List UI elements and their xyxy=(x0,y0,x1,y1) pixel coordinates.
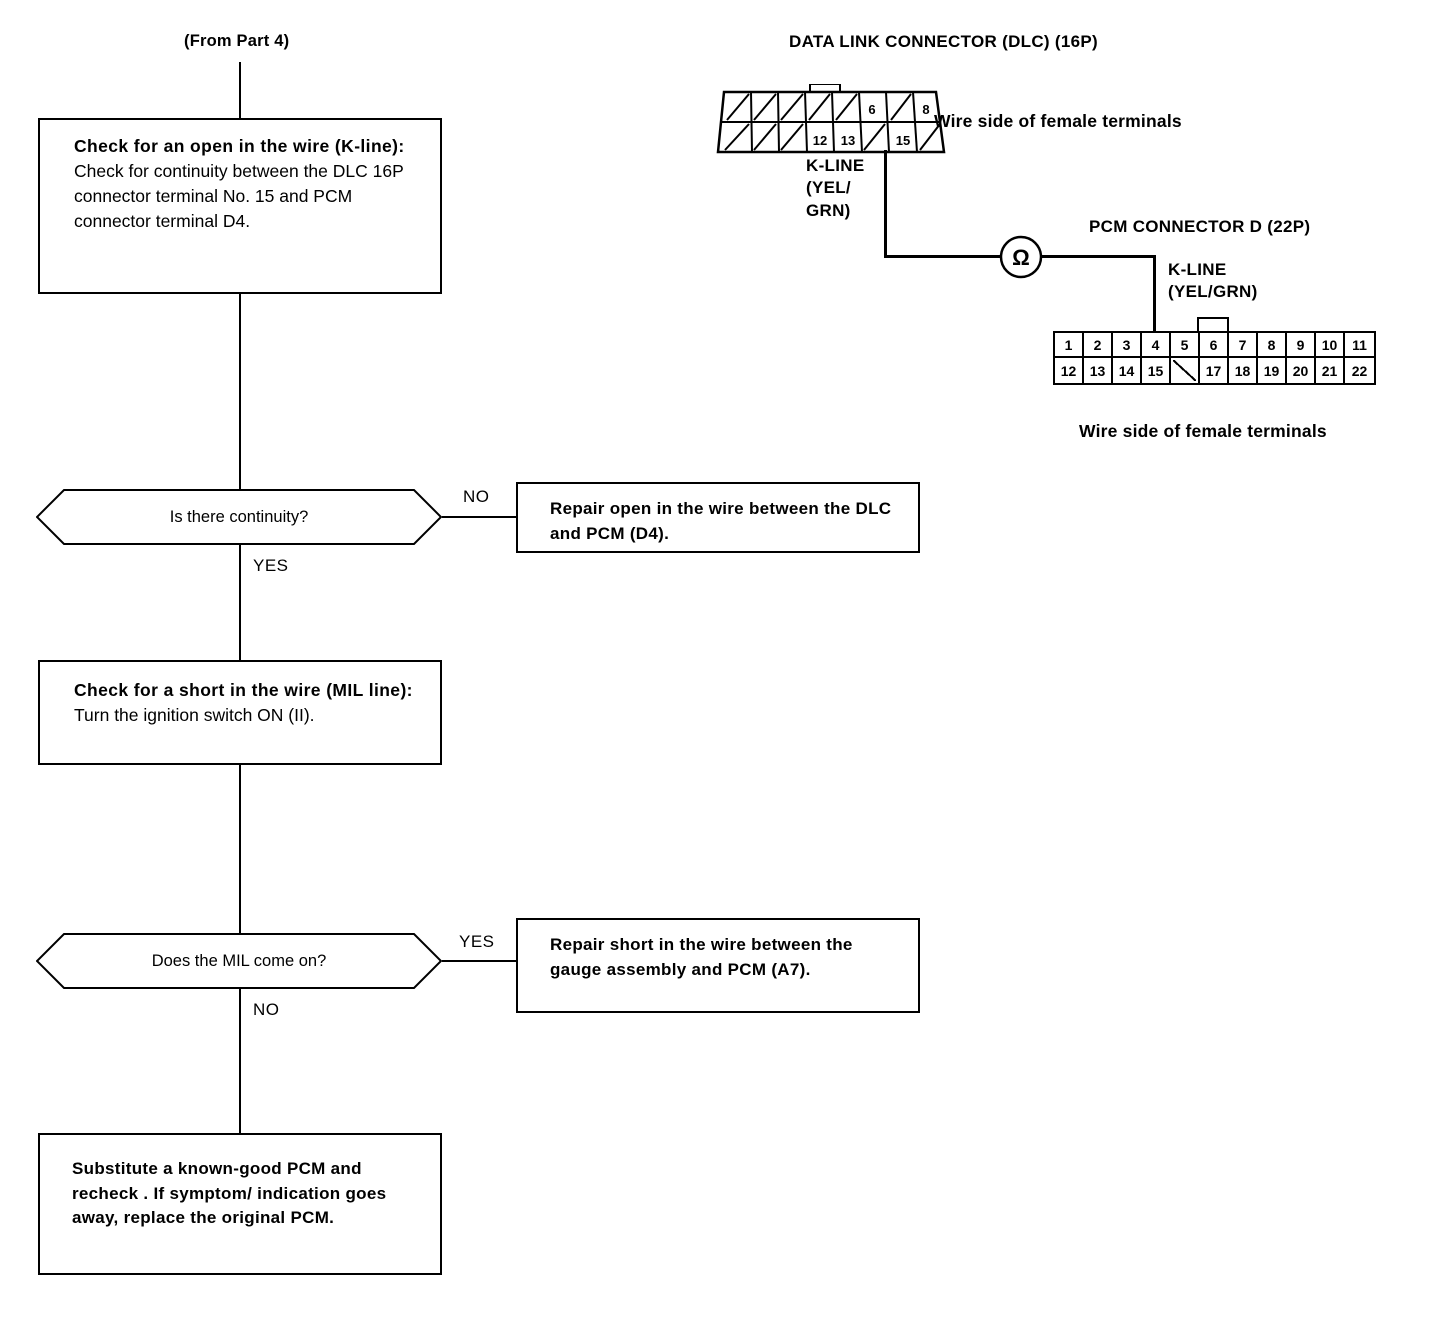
final-box: Substitute a known-good PCM and recheck … xyxy=(38,1133,442,1275)
dlc-cell-8: 8 xyxy=(922,102,929,117)
decision1-shape xyxy=(36,489,442,545)
step1-text: Check for an open in the wire (K-line): … xyxy=(40,120,440,243)
step1-body: Check for continuity between the DLC 16P… xyxy=(74,160,404,231)
step2-text: Check for a short in the wire (MIL line)… xyxy=(40,662,440,738)
decision1-label: Is there continuity? xyxy=(169,507,309,526)
decision1-hexagon: Is there continuity? xyxy=(36,489,442,545)
wire-dlc-to-meter xyxy=(884,255,1000,258)
connector-line-decision2-no xyxy=(239,989,241,1133)
decision2-label: Does the MIL come on? xyxy=(151,951,327,970)
pcm-cell-blank xyxy=(1171,358,1200,383)
connector-line-step2-to-decision2 xyxy=(239,765,241,935)
dlc-title: DATA LINK CONNECTOR (DLC) (16P) xyxy=(789,32,1098,51)
dlc-note: Wire side of female terminals xyxy=(934,111,1182,131)
pcm-cell-14: 14 xyxy=(1113,358,1142,383)
pcm-cell-19: 19 xyxy=(1258,358,1287,383)
step2-title: Check for a short in the wire (MIL line)… xyxy=(74,680,413,700)
pcm-cell-8: 8 xyxy=(1258,333,1287,358)
pcm-cell-11: 11 xyxy=(1345,333,1374,358)
pcm-cell-1: 1 xyxy=(1055,333,1084,358)
dlc-cell-15: 15 xyxy=(896,133,910,148)
wire-meter-to-pcm xyxy=(1040,255,1156,258)
pcm-cell-10: 10 xyxy=(1316,333,1345,358)
action2-text: Repair short in the wire between the gau… xyxy=(550,935,853,979)
connector-line-entry xyxy=(239,62,241,118)
pcm-connector-grid: 1 2 3 4 5 6 7 8 9 10 11 12 13 14 15 17 1… xyxy=(1053,331,1376,385)
dlc-wire-label: K-LINE (YEL/ GRN) xyxy=(806,155,896,222)
pcm-cell-6: 6 xyxy=(1200,333,1229,358)
pcm-connector-tab xyxy=(1197,317,1229,331)
connector-line-decision1-no xyxy=(442,516,516,518)
pcm-note: Wire side of female terminals xyxy=(1079,421,1327,441)
wire-dlc-vertical xyxy=(884,150,887,258)
pcm-row-top: 1 2 3 4 5 6 7 8 9 10 11 xyxy=(1055,333,1374,358)
step2-box: Check for a short in the wire (MIL line)… xyxy=(38,660,442,765)
action1-box: Repair open in the wire between the DLC … xyxy=(516,482,920,553)
connector-line-decision1-yes xyxy=(239,545,241,660)
pcm-wire-label-line2: (YEL/GRN) xyxy=(1168,282,1258,302)
action2-box: Repair short in the wire between the gau… xyxy=(516,918,920,1013)
step2-body: Turn the ignition switch ON (II). xyxy=(74,704,315,725)
pcm-cell-17: 17 xyxy=(1200,358,1229,383)
pcm-cell-20: 20 xyxy=(1287,358,1316,383)
pcm-cell-15: 15 xyxy=(1142,358,1171,383)
dlc-connector-graphic: 6 8 12 13 15 xyxy=(716,84,946,154)
pcm-cell-3: 3 xyxy=(1113,333,1142,358)
pcm-cell-9: 9 xyxy=(1287,333,1316,358)
pcm-title: PCM CONNECTOR D (22P) xyxy=(1089,217,1311,236)
connector-line-decision2-yes xyxy=(442,960,516,962)
dlc-wire-label-line1: K-LINE xyxy=(806,156,865,175)
dlc-cell-13: 13 xyxy=(841,133,855,148)
decision2-shape xyxy=(36,933,442,989)
pcm-row-bottom: 12 13 14 15 17 18 19 20 21 22 xyxy=(1055,358,1374,383)
pcm-cell-12: 12 xyxy=(1055,358,1084,383)
dlc-wire-label-line2: (YEL/ xyxy=(806,178,851,198)
dlc-cell-12: 12 xyxy=(813,133,827,148)
decision2-no-label: NO xyxy=(253,1000,280,1019)
final-text: Substitute a known-good PCM and recheck … xyxy=(72,1159,387,1228)
pcm-wire-label: K-LINE (YEL/GRN) xyxy=(1168,259,1308,304)
pcm-cell-18: 18 xyxy=(1229,358,1258,383)
step1-title: Check for an open in the wire (K-line): xyxy=(74,136,405,156)
dlc-cell-6: 6 xyxy=(868,102,875,117)
pcm-cell-4: 4 xyxy=(1142,333,1171,358)
decision1-yes-label: YES xyxy=(253,556,289,575)
pcm-cell-5: 5 xyxy=(1171,333,1200,358)
ohmmeter-symbol: Ω xyxy=(1012,245,1030,270)
wire-pcm-vertical xyxy=(1153,255,1156,335)
connector-line-step1-to-decision1 xyxy=(239,294,241,492)
action1-text: Repair open in the wire between the DLC … xyxy=(550,499,892,543)
pcm-cell-22: 22 xyxy=(1345,358,1374,383)
pcm-cell-21: 21 xyxy=(1316,358,1345,383)
ohmmeter-icon: Ω xyxy=(999,235,1043,279)
pcm-wire-label-line1: K-LINE xyxy=(1168,260,1227,279)
step1-box: Check for an open in the wire (K-line): … xyxy=(38,118,442,294)
pcm-cell-13: 13 xyxy=(1084,358,1113,383)
pcm-cell-2: 2 xyxy=(1084,333,1113,358)
entry-note: (From Part 4) xyxy=(184,32,290,50)
decision1-no-label: NO xyxy=(463,487,490,506)
dlc-wire-label-line3: GRN) xyxy=(806,200,851,220)
pcm-cell-7: 7 xyxy=(1229,333,1258,358)
decision2-yes-label: YES xyxy=(459,932,495,951)
decision2-hexagon: Does the MIL come on? xyxy=(36,933,442,989)
